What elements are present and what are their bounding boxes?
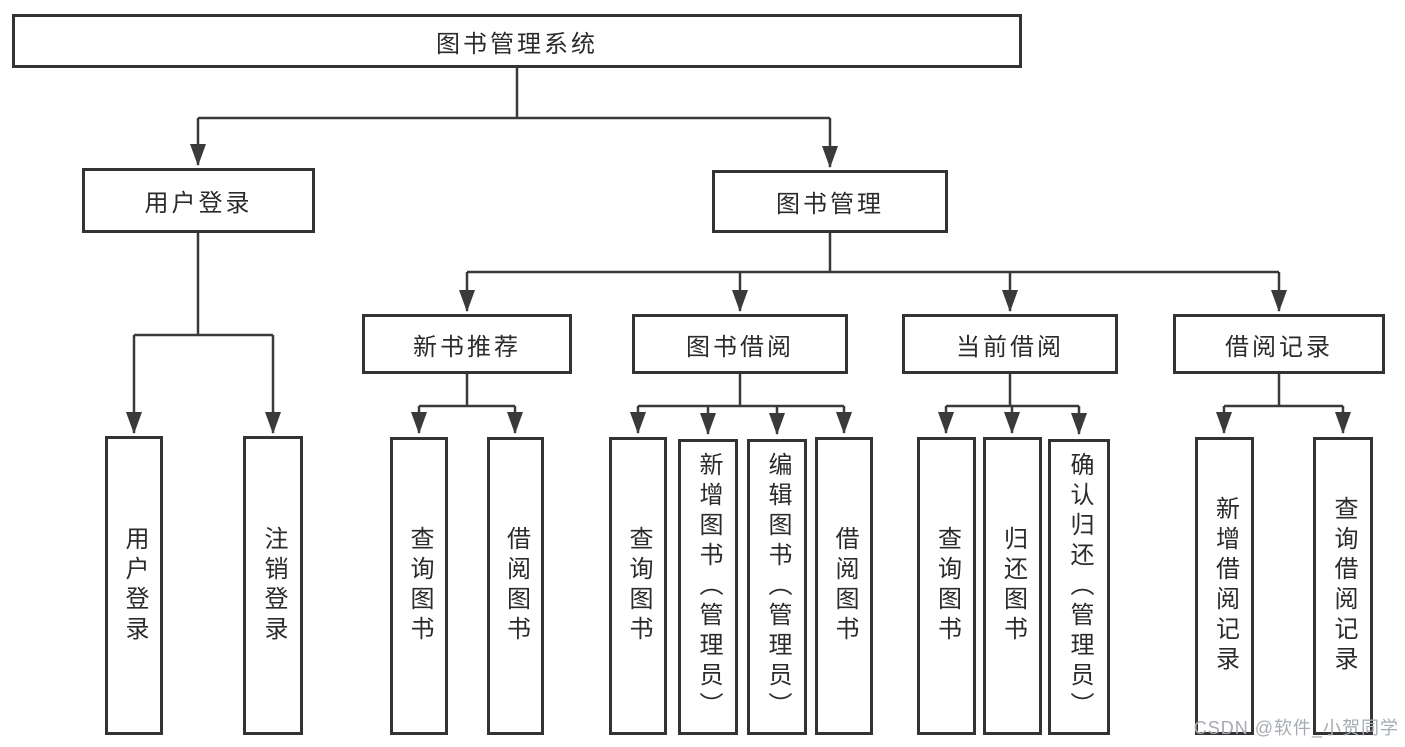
- node-user-login-label: 用户登录: [144, 190, 253, 217]
- node-user-login: 用户登录: [82, 168, 315, 233]
- leaf-recommend-query-books: 查询图书: [390, 437, 448, 735]
- node-book-management-label: 图书管理: [776, 191, 884, 218]
- leaf-recommend-query-books-label: 查询图书: [406, 526, 433, 646]
- leaf-query-borrow-record: 查询借阅记录: [1313, 437, 1373, 735]
- node-library-system: 图书管理系统: [12, 14, 1022, 68]
- leaf-user-login-label: 用户登录: [121, 525, 148, 646]
- leaf-current-query-books-label: 查询图书: [933, 526, 961, 646]
- leaf-borrow-query-books: 查询图书: [609, 437, 667, 735]
- leaf-add-borrow-record: 新增借阅记录: [1195, 437, 1254, 735]
- leaf-edit-book-admin-label: 编辑图书（管理员）: [764, 452, 791, 722]
- leaf-logout: 注销登录: [243, 436, 303, 735]
- node-current-borrow: 当前借阅: [902, 314, 1118, 374]
- leaf-add-book-admin-label: 新增图书（管理员）: [695, 452, 722, 722]
- node-borrow-records-label: 借阅记录: [1225, 333, 1333, 361]
- node-library-system-label: 图书管理系统: [436, 30, 598, 58]
- node-book-borrow-label: 图书借阅: [686, 333, 794, 361]
- node-new-book-recommend-label: 新书推荐: [413, 333, 521, 361]
- leaf-add-borrow-record-label: 新增借阅记录: [1211, 496, 1239, 676]
- leaf-borrow-query-books-label: 查询图书: [625, 526, 652, 646]
- leaf-logout-label: 注销登录: [260, 525, 287, 646]
- leaf-edit-book-admin: 编辑图书（管理员）: [747, 439, 807, 735]
- leaf-recommend-borrow-books-label: 借阅图书: [502, 526, 530, 646]
- leaf-recommend-borrow-books: 借阅图书: [487, 437, 544, 735]
- leaf-confirm-return-admin: 确认归还（管理员）: [1048, 439, 1110, 735]
- leaf-current-query-books: 查询图书: [917, 437, 976, 735]
- node-borrow-records: 借阅记录: [1173, 314, 1385, 374]
- node-book-management: 图书管理: [712, 170, 948, 233]
- leaf-borrow-books: 借阅图书: [815, 437, 873, 735]
- node-new-book-recommend: 新书推荐: [362, 314, 572, 374]
- leaf-confirm-return-admin-label: 确认归还（管理员）: [1066, 452, 1093, 722]
- csdn-watermark: CSDN @软件_小贺同学: [1193, 718, 1399, 738]
- leaf-return-books-label: 归还图书: [999, 526, 1027, 646]
- leaf-return-books: 归还图书: [983, 437, 1042, 735]
- node-current-borrow-label: 当前借阅: [956, 333, 1064, 361]
- leaf-add-book-admin: 新增图书（管理员）: [678, 439, 738, 735]
- leaf-query-borrow-record-label: 查询借阅记录: [1330, 496, 1357, 676]
- leaf-user-login: 用户登录: [105, 436, 163, 735]
- leaf-borrow-books-label: 借阅图书: [831, 526, 858, 646]
- node-book-borrow: 图书借阅: [632, 314, 848, 374]
